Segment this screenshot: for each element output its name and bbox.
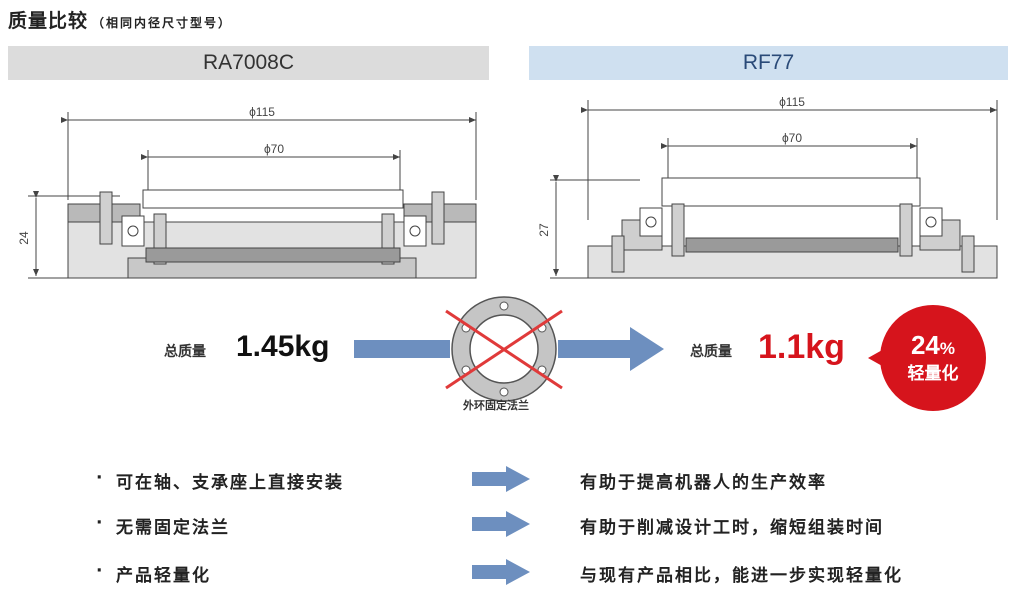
benefit-feature-3: 产品轻量化: [116, 566, 211, 586]
mass-value-left: 1.45kg: [236, 330, 330, 363]
drawing-right: [550, 100, 998, 279]
mass-label-right: 总质量: [690, 344, 732, 360]
left-outer-dim: ϕ115: [249, 105, 275, 119]
benefit-result-1: 有助于提高机器人的生产效率: [580, 473, 827, 493]
right-height-dim: 27: [537, 223, 551, 237]
benefit-result-2: 有助于削减设计工时，缩短组装时间: [580, 518, 884, 538]
benefit-feature-2: 无需固定法兰: [116, 518, 230, 538]
flange-crossed-icon: [445, 296, 563, 402]
right-inner-dim: ϕ70: [782, 131, 802, 145]
title-subtitle: （相同内径尺寸型号）: [92, 16, 233, 30]
benefit-arrow-3: [472, 559, 530, 585]
reduction-text: 轻量化: [907, 364, 959, 384]
bullet-3: ·: [96, 561, 103, 581]
flange-caption: 外环固定法兰: [463, 399, 529, 412]
title-main: 质量比较: [8, 10, 89, 32]
benefit-result-3: 与现有产品相比，能进一步实现轻量化: [580, 566, 903, 586]
benefit-feature-1: 可在轴、支承座上直接安装: [116, 473, 344, 493]
model-bar-right: RF77: [529, 46, 1008, 80]
bullet-2: ·: [96, 513, 103, 533]
reduction-badge: 24% 轻量化: [880, 305, 986, 411]
reduction-percent: 24%: [910, 330, 956, 360]
benefit-arrow-2: [472, 511, 530, 537]
model-bar-left: RA7008C: [8, 46, 489, 80]
right-outer-dim: ϕ115: [779, 95, 805, 109]
mass-value-right: 1.1kg: [758, 328, 845, 366]
left-height-dim: 24: [17, 231, 31, 245]
left-inner-dim: ϕ70: [264, 142, 284, 156]
mass-label-left: 总质量: [164, 344, 206, 360]
benefit-arrow-1: [472, 466, 530, 492]
bullet-1: ·: [96, 468, 103, 488]
mass-arrow-left-shaft: [354, 340, 450, 358]
mass-arrow-right: [558, 327, 664, 371]
page-title: 质量比较（相同内径尺寸型号）: [8, 6, 232, 33]
drawing-left: [28, 112, 477, 279]
